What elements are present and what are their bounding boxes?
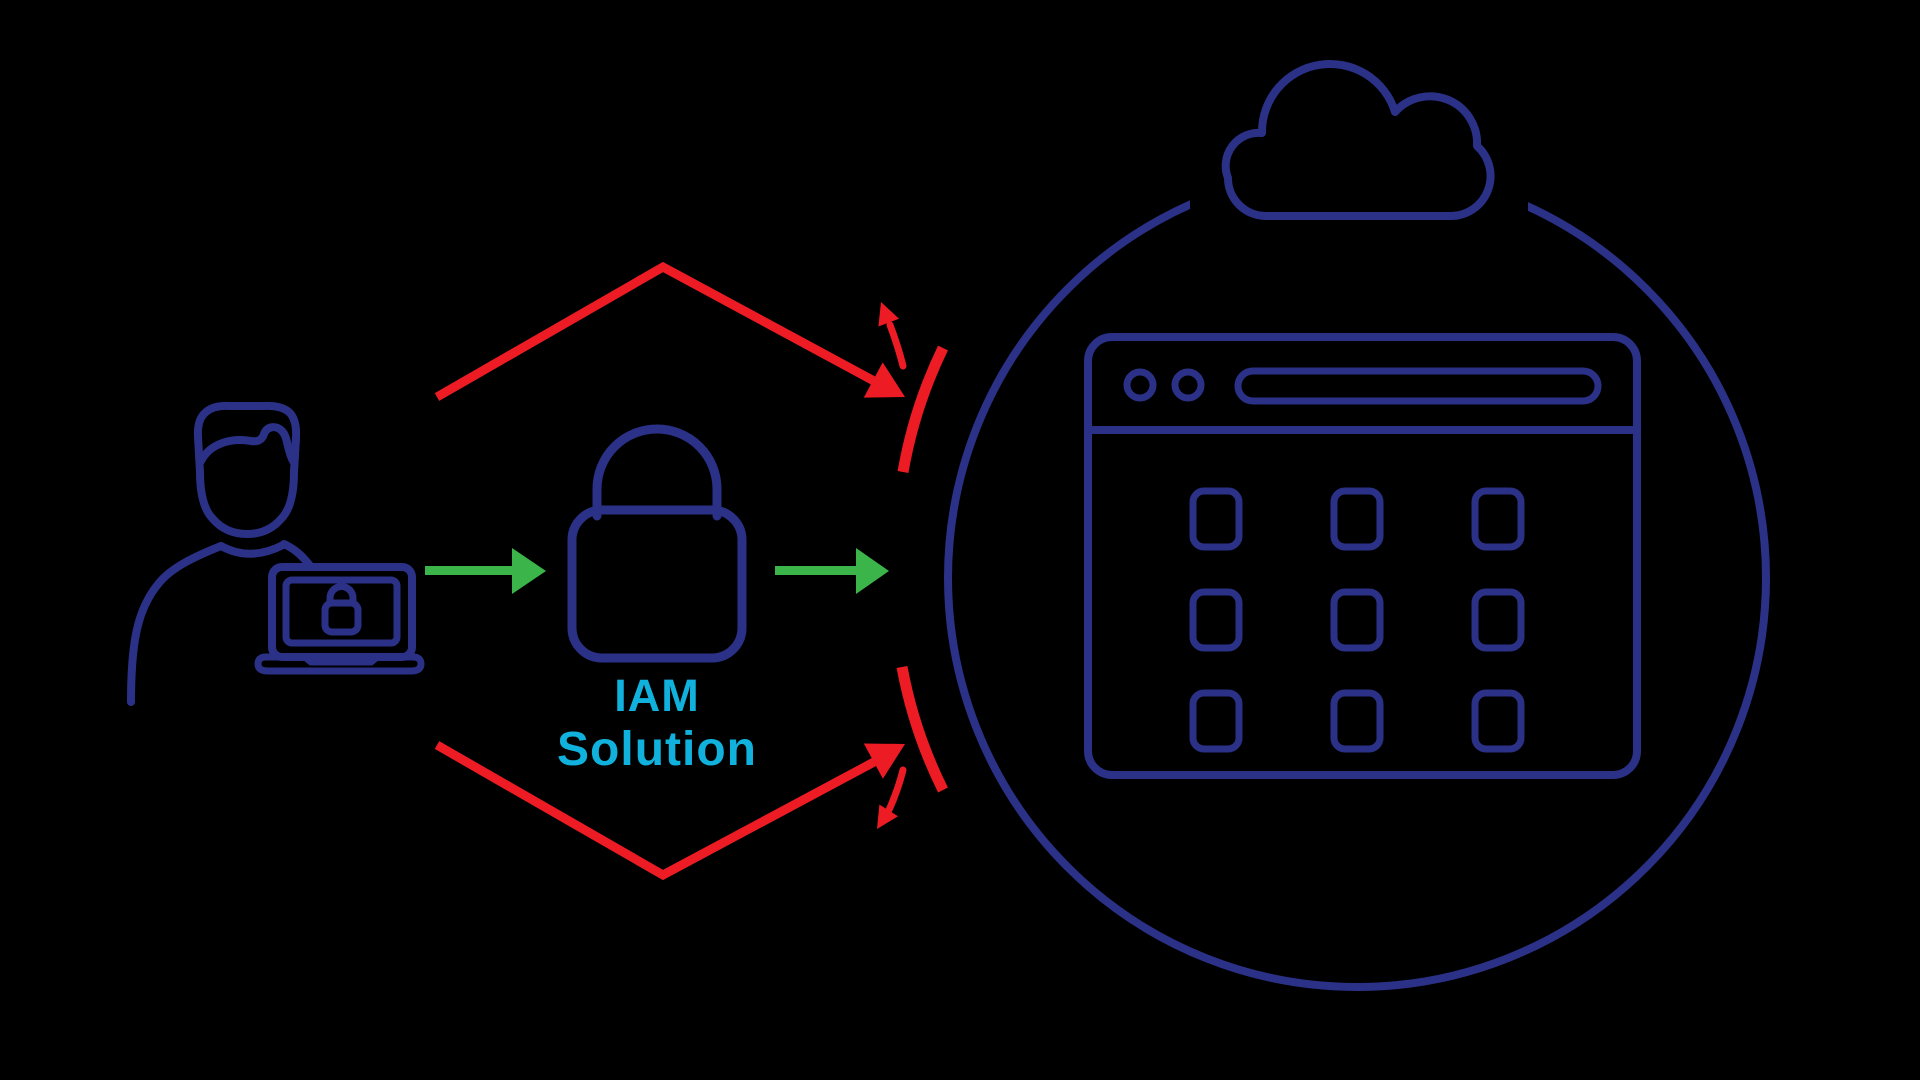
- deflect-arrowhead-bottom: [877, 804, 898, 829]
- app-tile: [1330, 689, 1384, 753]
- address-bar: [1234, 367, 1602, 405]
- blocked-attempt-top: [434, 261, 948, 473]
- red-attack-arrowhead-bottom: [863, 743, 905, 779]
- user-head: [193, 401, 301, 538]
- laptop-icon: [254, 563, 425, 675]
- laptop-screen-outer: [268, 563, 416, 661]
- laptop-lock-shackle-icon: [326, 583, 357, 607]
- app-grid-window-icon: [1084, 333, 1641, 779]
- app-tile: [1330, 487, 1384, 551]
- window-button-icon-1: [1123, 368, 1157, 402]
- app-tile: [1471, 689, 1525, 753]
- laptop-lock-body-icon: [321, 599, 362, 636]
- cloud-icon: [1221, 59, 1495, 221]
- window-button-icon-2: [1171, 368, 1205, 402]
- app-tile: [1189, 689, 1243, 753]
- resource-boundary: [944, 59, 1770, 991]
- padlock-shackle: [592, 424, 722, 521]
- iam-solution-label: IAM Solution: [557, 670, 757, 776]
- shield-arc-bottom: [896, 666, 948, 793]
- laptop-screen-inner: [282, 576, 401, 647]
- app-tile: [1330, 588, 1384, 652]
- padlock-body: [567, 505, 747, 663]
- padlock-icon: [567, 424, 747, 663]
- user-collar: [217, 541, 287, 558]
- app-tile: [1471, 588, 1525, 652]
- app-tile: [1189, 588, 1243, 652]
- red-attack-line-top: [434, 261, 877, 401]
- user-left-shoulder: [127, 542, 225, 706]
- iam-label-line1: IAM: [614, 670, 700, 721]
- red-attack-arrowhead-top: [863, 362, 905, 398]
- user-at-laptop-icon: [127, 401, 425, 706]
- red-attack-line-bottom: [434, 741, 877, 881]
- app-tile: [1471, 487, 1525, 551]
- iam-label-line2: Solution: [557, 723, 757, 776]
- user-hair-fringe: [197, 423, 297, 465]
- boundary-circle: [944, 165, 1770, 991]
- app-window-frame: [1084, 333, 1641, 779]
- app-tile: [1189, 487, 1243, 551]
- green-arrow-iam-to-apps: [775, 548, 889, 594]
- blocked-attempt-bottom: [434, 666, 948, 881]
- deflect-arrow-shaft-top: [886, 321, 907, 370]
- green-arrow-user-to-iam: [425, 548, 546, 594]
- laptop-base: [254, 653, 425, 675]
- deflect-arrowhead-top: [878, 302, 899, 327]
- app-tile-grid: [1189, 487, 1525, 753]
- deflect-arrow-shaft-bottom: [885, 766, 907, 814]
- shield-arc-top: [897, 345, 948, 473]
- authorized-flow-arrows: [425, 548, 889, 594]
